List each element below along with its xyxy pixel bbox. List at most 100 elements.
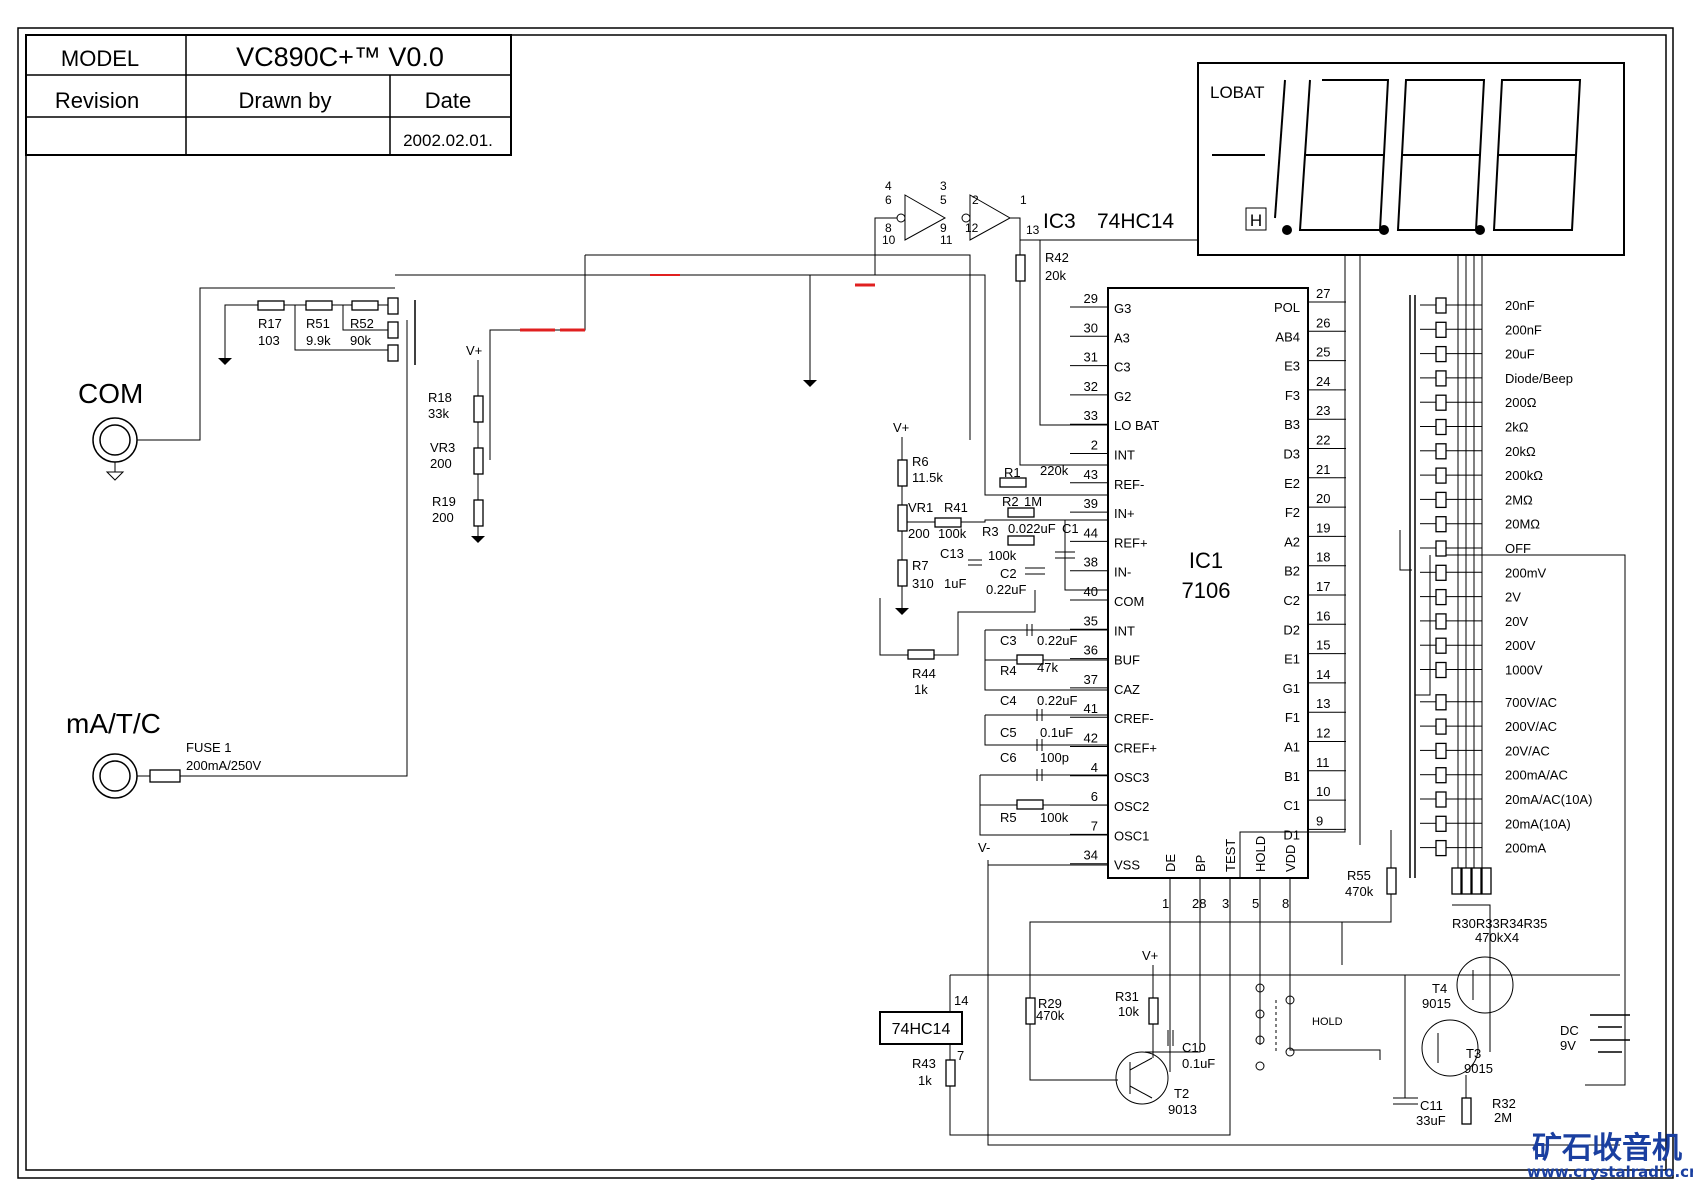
ic1-pin-name: VSS [1114, 858, 1140, 873]
svg-text:3: 3 [940, 179, 947, 193]
ic1-pin-num: 6 [1091, 789, 1098, 804]
date-label: Date [425, 88, 471, 113]
svg-text:R29: R29 [1038, 996, 1062, 1011]
ic1-pin-name: F2 [1285, 505, 1300, 520]
ic1-pin-num: 16 [1316, 608, 1330, 623]
svg-text:R18: R18 [428, 390, 452, 405]
hold-indicator [1245, 207, 1267, 231]
range-label: 2V [1505, 590, 1521, 605]
ic1-pin-num: 1 [1162, 896, 1169, 911]
ic1-pin-name: D1 [1283, 827, 1300, 842]
ic1-pin-num: 19 [1316, 520, 1330, 535]
ic1-pin-name: INT [1114, 623, 1135, 638]
svg-text:H: H [1250, 211, 1262, 230]
ic1-pin-num: 22 [1316, 433, 1330, 448]
ic1-pin-num: 9 [1316, 813, 1323, 828]
ic1-pin-name: HOLD [1253, 836, 1268, 872]
ic1-pin-name: BUF [1114, 653, 1140, 668]
ic1-pin-name: VDD [1283, 845, 1298, 872]
ic1-pin-name: CREF+ [1114, 741, 1157, 756]
svg-text:R42: R42 [1045, 250, 1069, 265]
svg-text:R3: R3 [982, 524, 999, 539]
shunt-resistors: R17 103 R51 9.9k R52 90k [218, 297, 416, 365]
title-block: MODEL VC890C+™ V0.0 Revision Drawn by Da… [25, 34, 512, 156]
svg-text:9: 9 [940, 221, 947, 235]
svg-text:200mA/250V: 200mA/250V [186, 758, 261, 773]
t3-transistor [1421, 1019, 1479, 1077]
svg-text:220k: 220k [1040, 463, 1069, 478]
range-contact [1435, 564, 1447, 581]
r30-r35-network: R30R33R34R35 470kX4 [1451, 867, 1547, 1052]
range-contact [1435, 613, 1447, 630]
ic1-pin-name: C3 [1114, 360, 1131, 375]
ic1-pin-name: B1 [1284, 769, 1300, 784]
svg-text:100p: 100p [1040, 750, 1069, 765]
drawn-by-label: Drawn by [239, 88, 332, 113]
range-contact [1435, 418, 1447, 436]
ic1-pin-num: 11 [1316, 755, 1330, 770]
ic1-pin-name: INT [1114, 448, 1135, 463]
digit-2 [1396, 79, 1486, 231]
ic1-pin-num: 3 [1222, 896, 1229, 911]
svg-text:100k: 100k [1040, 810, 1069, 825]
svg-text:R4: R4 [1000, 663, 1017, 678]
ic1-pin-num: 34 [1084, 848, 1098, 863]
ic1-pin-num: 33 [1084, 408, 1098, 423]
svg-text:R51: R51 [306, 316, 330, 331]
range-label: 200V/AC [1505, 719, 1557, 734]
svg-text:FUSE 1: FUSE 1 [186, 740, 232, 755]
ic1-pin-num: 15 [1316, 638, 1330, 653]
svg-text:C6: C6 [1000, 750, 1017, 765]
ic1-part: 7106 [1182, 578, 1231, 603]
svg-text:C10: C10 [1182, 1040, 1206, 1055]
fuse-1 [149, 769, 181, 783]
hc14-buffer [879, 1011, 963, 1045]
svg-text:470k: 470k [1036, 1008, 1065, 1023]
ic1-pin-name: IN+ [1114, 506, 1135, 521]
ic1-pin-num: 36 [1084, 643, 1098, 658]
range-label: 20nF [1505, 298, 1535, 313]
ic1-pin-name: A1 [1284, 740, 1300, 755]
svg-text:C13: C13 [940, 546, 964, 561]
svg-text:R19: R19 [432, 494, 456, 509]
svg-text:4: 4 [885, 179, 892, 193]
ic1-pin-num: 41 [1084, 701, 1098, 716]
ic1-pin-name: C2 [1283, 593, 1300, 608]
ic1-pin-num: 42 [1084, 731, 1098, 746]
ic1-pin-name: IN- [1114, 565, 1131, 580]
svg-text:9.9k: 9.9k [306, 333, 331, 348]
ic1-pin-name: E1 [1284, 652, 1300, 667]
bottom-circuit: 74HC14 14 7 R43 1k R29 470k V+ R31 10k C… [879, 895, 1630, 1136]
svg-text:2M: 2M [1494, 1110, 1512, 1125]
ic1-pin-name: CREF- [1114, 711, 1154, 726]
reference-network: V+ R6 11.5k VR1 200 R41 100k R7 310 C13 … [879, 420, 1108, 697]
range-label: 200nF [1505, 322, 1542, 337]
svg-text:6: 6 [885, 193, 892, 207]
svg-text:C1: C1 [1062, 521, 1079, 536]
svg-text:R7: R7 [912, 558, 929, 573]
svg-text:9V: 9V [1560, 1038, 1576, 1053]
ic1-pin-num: 32 [1084, 379, 1098, 394]
svg-text:COM: COM [78, 378, 143, 409]
svg-text:T4: T4 [1432, 981, 1447, 996]
ic1-pin-num: 8 [1282, 896, 1289, 911]
svg-text:13: 13 [1026, 223, 1040, 237]
svg-text:V-: V- [978, 840, 990, 855]
ic1-pin-num: 20 [1316, 491, 1330, 506]
svg-text:C11: C11 [1420, 1098, 1443, 1113]
svg-text:20k: 20k [1045, 268, 1066, 283]
ic1-pin-name: TEST [1223, 839, 1238, 872]
range-label: 200mV [1505, 565, 1547, 580]
ic1-pin-num: 4 [1091, 760, 1098, 775]
range-label: 700V/AC [1505, 695, 1557, 710]
model-label: MODEL [61, 46, 139, 71]
ic1-pin-name: B3 [1284, 417, 1300, 432]
range-contact [1435, 588, 1447, 606]
range-label: 200Ω [1505, 395, 1537, 410]
svg-text:2: 2 [972, 193, 979, 207]
ic1-pin-num: 14 [1316, 667, 1330, 682]
svg-text:103: 103 [258, 333, 280, 348]
range-label: 20V [1505, 614, 1528, 629]
ic1-pin-name: D3 [1283, 447, 1300, 462]
svg-text:R41: R41 [944, 500, 968, 515]
